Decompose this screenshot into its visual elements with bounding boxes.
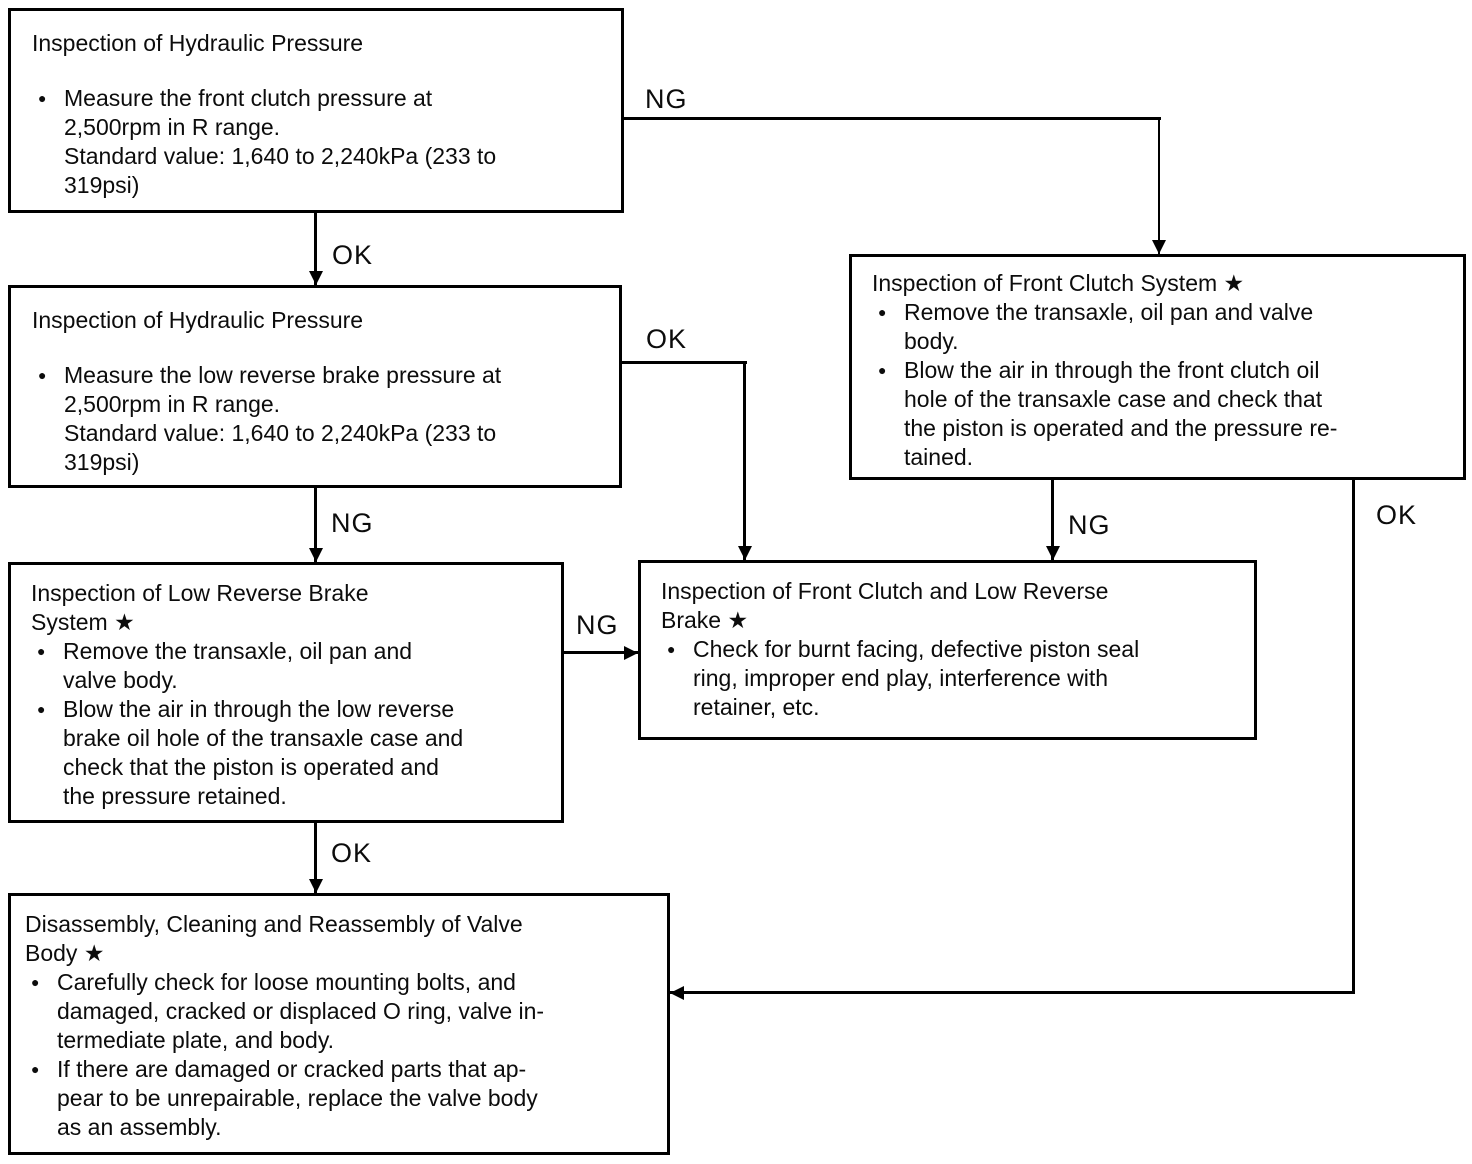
bullet-item: ● Check for burnt facing, defective pist… bbox=[661, 635, 1246, 722]
arrowhead-down-icon bbox=[309, 879, 323, 893]
arrowhead-right-icon bbox=[624, 646, 638, 660]
connector-line-box3-box5 bbox=[564, 651, 638, 654]
connector-line-box2-box5-horizontal bbox=[622, 361, 747, 364]
bullet-list: ● Check for burnt facing, defective pist… bbox=[661, 635, 1246, 722]
arrowhead-down-icon bbox=[738, 546, 752, 560]
bullet-item: ● Measure the front clutch pressure at 2… bbox=[32, 84, 611, 200]
edge-label-ok: OK bbox=[331, 838, 373, 868]
bullet-text: Check for burnt facing, defective piston… bbox=[693, 636, 1140, 720]
bullet-icon: ● bbox=[878, 362, 887, 378]
bullet-text: Carefully check for loose mounting bolts… bbox=[57, 969, 545, 1053]
bullet-icon: ● bbox=[31, 974, 40, 990]
connector-line-box4-box5 bbox=[1051, 480, 1054, 560]
bullet-list: ● Measure the low reverse brake pressure… bbox=[32, 361, 609, 477]
bullet-icon: ● bbox=[37, 701, 46, 717]
connector-line-box1-box2 bbox=[314, 213, 317, 285]
bullet-icon: ● bbox=[31, 1061, 40, 1077]
node-inspection-hydraulic-pressure-front-clutch: Inspection of Hydraulic Pressure ● Measu… bbox=[8, 8, 624, 213]
bullet-list: ● Carefully check for loose mounting bol… bbox=[25, 968, 659, 1142]
bullet-list: ● Measure the front clutch pressure at 2… bbox=[32, 84, 611, 200]
node-title: Inspection of Low Reverse Brake System ★ bbox=[31, 580, 369, 635]
bullet-list: ● Remove the transaxle, oil pan and valv… bbox=[31, 637, 553, 811]
arrowhead-down-icon bbox=[1046, 546, 1060, 560]
arrowhead-left-icon bbox=[670, 986, 684, 1000]
node-inspection-front-clutch-system: Inspection of Front Clutch System ★ ● Re… bbox=[849, 254, 1466, 480]
bullet-text: Measure the low reverse brake pressure a… bbox=[64, 362, 502, 475]
edge-label-ok: OK bbox=[646, 324, 688, 354]
bullet-item: ● Blow the air in through the low revers… bbox=[31, 695, 553, 811]
connector-line-box3-box6 bbox=[314, 823, 317, 893]
node-title: Inspection of Hydraulic Pressure bbox=[32, 30, 364, 56]
bullet-item: ● Remove the transaxle, oil pan and valv… bbox=[872, 298, 1455, 356]
connector-line-box2-box5-vertical bbox=[743, 361, 746, 560]
bullet-icon: ● bbox=[878, 304, 887, 320]
arrowhead-down-icon bbox=[309, 271, 323, 285]
bullet-text: If there are damaged or cracked parts th… bbox=[57, 1056, 538, 1140]
arrowhead-down-icon bbox=[1152, 240, 1166, 254]
bullet-list: ● Remove the transaxle, oil pan and valv… bbox=[872, 298, 1455, 472]
bullet-icon: ● bbox=[38, 367, 47, 383]
node-inspection-hydraulic-pressure-low-reverse-brake: Inspection of Hydraulic Pressure ● Measu… bbox=[8, 285, 622, 488]
node-disassembly-cleaning-reassembly-valve-body: Disassembly, Cleaning and Reassembly of … bbox=[8, 893, 670, 1155]
bullet-text: Remove the transaxle, oil pan and valve … bbox=[63, 638, 413, 693]
bullet-text: Remove the transaxle, oil pan and valve … bbox=[904, 299, 1314, 354]
connector-line-box4-box6-vertical bbox=[1352, 480, 1355, 994]
edge-label-ng: NG bbox=[576, 610, 619, 640]
connector-line-box4-box6-horizontal bbox=[670, 991, 1355, 994]
edge-label-ok: OK bbox=[332, 240, 374, 270]
bullet-item: ● Remove the transaxle, oil pan and valv… bbox=[31, 637, 553, 695]
edge-label-ng: NG bbox=[1068, 510, 1111, 540]
edge-label-ng: NG bbox=[645, 84, 688, 114]
connector-line-box1-box4-horizontal bbox=[623, 117, 1161, 120]
connector-line-box1-box4-vertical bbox=[1158, 117, 1160, 254]
bullet-text: Blow the air in through the front clutch… bbox=[904, 357, 1338, 470]
connector-line-box2-box3 bbox=[314, 488, 317, 562]
node-title: Disassembly, Cleaning and Reassembly of … bbox=[25, 911, 523, 966]
edge-label-ok: OK bbox=[1376, 500, 1418, 530]
bullet-item: ● Measure the low reverse brake pressure… bbox=[32, 361, 609, 477]
bullet-item: ● Carefully check for loose mounting bol… bbox=[25, 968, 659, 1055]
node-inspection-front-clutch-and-low-reverse-brake: Inspection of Front Clutch and Low Rever… bbox=[638, 560, 1257, 740]
node-title: Inspection of Hydraulic Pressure bbox=[32, 307, 364, 333]
bullet-item: ● Blow the air in through the front clut… bbox=[872, 356, 1455, 472]
bullet-icon: ● bbox=[667, 641, 676, 657]
node-inspection-low-reverse-brake-system: Inspection of Low Reverse Brake System ★… bbox=[8, 562, 564, 823]
bullet-item: ● If there are damaged or cracked parts … bbox=[25, 1055, 659, 1142]
bullet-text: Blow the air in through the low reverse … bbox=[63, 696, 464, 809]
bullet-icon: ● bbox=[38, 90, 47, 106]
bullet-icon: ● bbox=[37, 643, 46, 659]
arrowhead-down-icon bbox=[309, 548, 323, 562]
edge-label-ng: NG bbox=[331, 508, 374, 538]
node-title: Inspection of Front Clutch System ★ bbox=[872, 270, 1245, 296]
bullet-text: Measure the front clutch pressure at 2,5… bbox=[64, 85, 497, 198]
node-title: Inspection of Front Clutch and Low Rever… bbox=[661, 578, 1109, 633]
